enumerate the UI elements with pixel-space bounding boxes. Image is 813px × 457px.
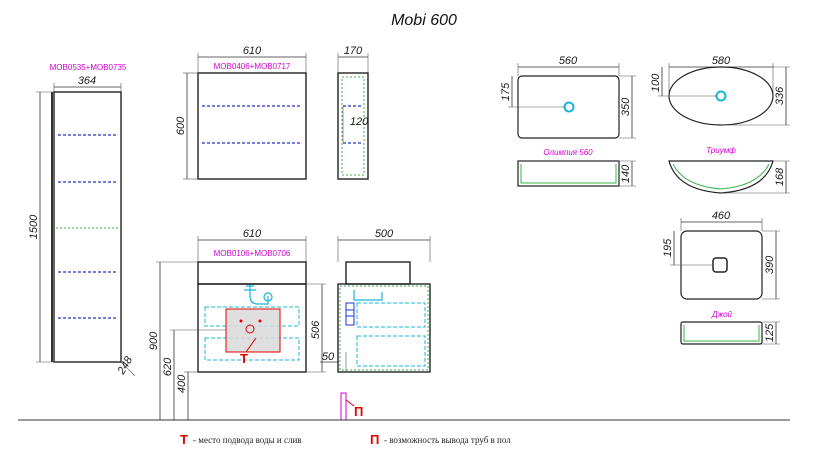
legend-p-mark: П	[370, 432, 379, 447]
base-cabinet-front-view: 610 MOB0106+MOB0706 Т 900 620 400	[148, 228, 326, 420]
triumf-side-inner	[672, 163, 770, 190]
mirror-cabinet-inner-depth: 120	[350, 116, 369, 128]
joy-side-outline	[680, 321, 763, 345]
side-drawer-lower	[356, 335, 426, 367]
olimpia-side-outline	[517, 160, 620, 187]
olimpia-side-inner	[520, 164, 617, 184]
legend-t-text: - место подвода воды и слив	[193, 435, 302, 445]
mirror-side-body	[337, 72, 369, 180]
base-cabinet-codes: MOB0106+MOB0706	[214, 249, 291, 258]
triumf-drain	[715, 90, 727, 102]
tall-cabinet-width: 364	[78, 75, 96, 87]
t-mark-leader	[245, 337, 257, 353]
base-cabinet-side-view: 500 50 П	[320, 228, 431, 421]
drain-circle	[245, 324, 255, 334]
olimpia-name: Олимпия 560	[543, 148, 593, 157]
joy-side-inner	[683, 325, 760, 342]
legend-t-mark: Т	[180, 432, 188, 447]
mirror-cabinet-side-view: 170 120	[337, 45, 369, 180]
side-cabinet-body	[337, 283, 431, 373]
base-cabinet-body	[197, 283, 307, 373]
joy-height: 125	[764, 323, 776, 342]
basin-joy-view: 460 390 195 Джой 125	[662, 210, 780, 345]
mirror-cabinet-height: 600	[175, 116, 187, 135]
mirror-cabinet-codes: MOB0406+MOB0717	[214, 62, 291, 71]
joy-depth: 390	[764, 255, 776, 274]
base-side-50: 50	[322, 351, 335, 363]
tall-cabinet-body	[53, 91, 122, 363]
olimpia-drain	[563, 101, 575, 113]
base-cabinet-depth: 500	[375, 228, 394, 240]
olimpia-height: 140	[620, 164, 632, 183]
cold-water-point	[239, 319, 243, 323]
tall-depth-leader	[120, 361, 136, 377]
base-drawer-lower	[204, 337, 300, 361]
triumf-height: 168	[774, 167, 786, 186]
side-siphon-body	[345, 302, 355, 326]
joy-width: 460	[712, 210, 731, 222]
basin-triumf-view: 580 336 100 Триумф 168	[650, 55, 790, 194]
olimpia-offset: 175	[500, 82, 512, 101]
floor-pipe-outlet	[340, 392, 347, 421]
triumf-offset: 100	[650, 73, 662, 92]
t-mark-label: Т	[240, 351, 248, 366]
drawing-title: Mobi 600	[391, 12, 457, 29]
mirror-cabinet-width: 610	[243, 45, 262, 57]
mirror-cabinet-front-view: 610 MOB0406+MOB0717 600	[175, 45, 307, 180]
joy-offset: 195	[662, 238, 674, 257]
p-mark-leader	[345, 399, 355, 407]
p-mark-label: П	[354, 404, 363, 419]
triumf-width: 580	[712, 55, 731, 67]
hot-water-point	[258, 319, 262, 323]
triumf-depth: 336	[774, 86, 786, 105]
base-height-900: 900	[148, 331, 160, 350]
siphon-fitting	[244, 285, 256, 291]
side-siphon-pipe	[353, 290, 383, 301]
tall-cabinet-height: 1500	[28, 214, 40, 239]
side-cabinet-outline	[339, 285, 429, 371]
mirror-cabinet-body	[197, 72, 307, 180]
base-height-400: 400	[176, 374, 188, 393]
tall-cabinet-codes: MOB0535+MOB0735	[50, 63, 127, 72]
side-drawer-upper	[356, 302, 426, 328]
triumf-name: Триумф	[706, 146, 736, 155]
legend: Т - место подвода воды и слив П - возмож…	[180, 432, 511, 447]
joy-name: Джой	[711, 310, 733, 319]
side-basin-profile	[345, 261, 411, 285]
olimpia-depth: 350	[620, 97, 632, 116]
base-height-506: 506	[310, 320, 322, 339]
joy-drain	[712, 257, 728, 273]
legend-p-text: - возможность вывода труб в пол	[384, 435, 511, 445]
tall-cabinet-view: MOB0535+MOB0735 364 1500 248	[28, 63, 136, 377]
siphon-pipe	[249, 285, 269, 305]
base-basin-top	[197, 261, 307, 285]
water-supply-zone	[225, 308, 281, 353]
siphon-trap	[263, 292, 273, 302]
basin-olimpia-view: 560 350 175 Олимпия 560 140	[500, 55, 636, 187]
base-cabinet-width: 610	[243, 228, 262, 240]
olimpia-width: 560	[559, 55, 578, 67]
mirror-cabinet-depth: 170	[344, 45, 363, 57]
base-height-620: 620	[162, 357, 174, 376]
